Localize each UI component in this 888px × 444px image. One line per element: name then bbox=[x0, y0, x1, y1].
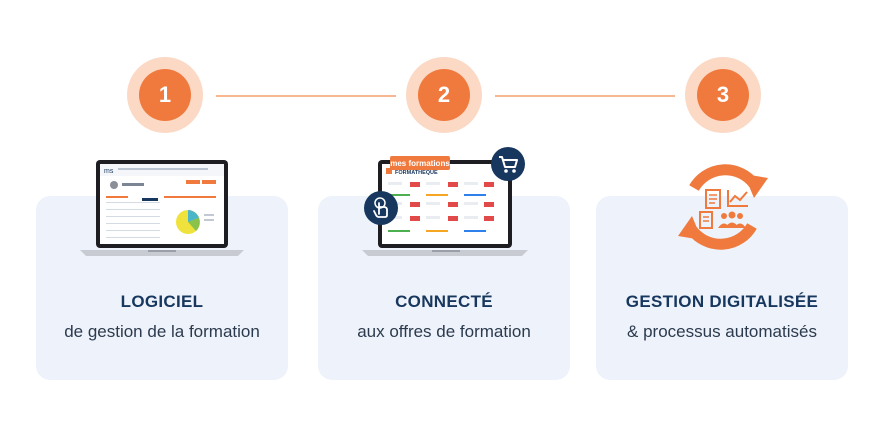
team-icon bbox=[718, 211, 746, 228]
connector-line-2 bbox=[495, 95, 675, 97]
touch-icon bbox=[364, 191, 398, 225]
step-3-badge: 3 bbox=[685, 57, 761, 133]
laptop-formations-illustration: FORMATHEQUE bbox=[362, 160, 528, 256]
card-subtitle: & processus automatisés bbox=[627, 322, 817, 341]
cart-icon bbox=[491, 147, 525, 181]
laptop-dashboard-illustration: ms bbox=[80, 160, 244, 256]
card-title: GESTION DIGITALISÉE bbox=[625, 292, 819, 311]
software-logo: ms bbox=[104, 168, 114, 175]
connector-line-1 bbox=[216, 95, 396, 97]
card-title: LOGICIEL bbox=[120, 292, 204, 311]
step-2-badge: 2 bbox=[406, 57, 482, 133]
chart-icon bbox=[727, 190, 748, 207]
formatheque-brand: FORMATHEQUE bbox=[395, 170, 438, 176]
step-3-number: 3 bbox=[697, 69, 749, 121]
card-subtitle: de gestion de la formation bbox=[64, 322, 260, 341]
step-2-number: 2 bbox=[418, 69, 470, 121]
card-connecte: CONNECTÉ aux offres de formation bbox=[318, 196, 570, 380]
mes-formations-tag: mes formations bbox=[390, 156, 450, 170]
step-1-number: 1 bbox=[139, 69, 191, 121]
card-title: CONNECTÉ bbox=[395, 292, 493, 311]
refresh-arrows-icon bbox=[678, 164, 768, 250]
document-icon bbox=[699, 189, 721, 229]
card-subtitle: aux offres de formation bbox=[357, 322, 531, 341]
step-1-badge: 1 bbox=[127, 57, 203, 133]
